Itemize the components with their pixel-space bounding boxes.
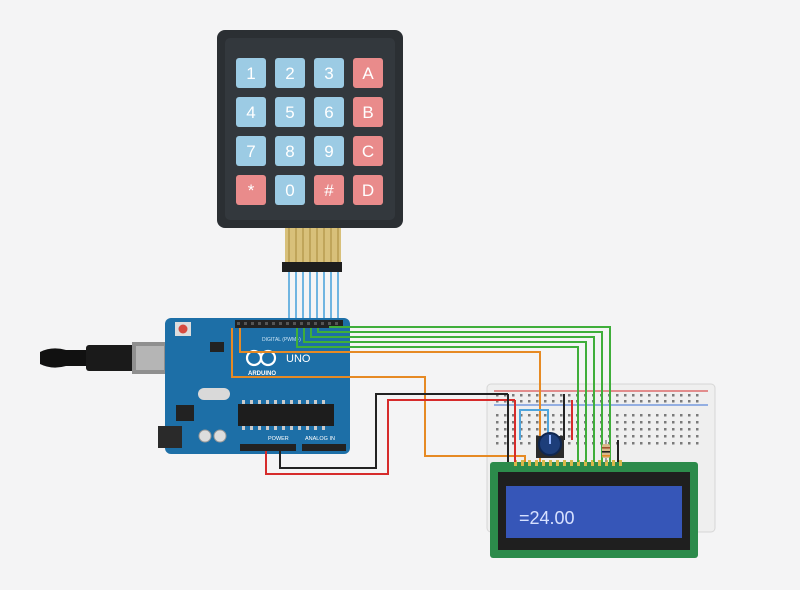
keypad-key-7[interactable]: 7 bbox=[236, 136, 266, 166]
keypad-key-4[interactable]: 4 bbox=[236, 97, 266, 127]
keypad-key-label: 3 bbox=[324, 64, 333, 83]
keypad-key-1[interactable]: 1 bbox=[236, 58, 266, 88]
potentiometer[interactable] bbox=[536, 432, 564, 458]
wire-green-3 bbox=[303, 328, 587, 462]
keypad-key-label: 6 bbox=[324, 103, 333, 122]
arduino-uno[interactable]: DIGITAL (PWM~) UNO ARDUINO POWER ANALOG … bbox=[158, 318, 350, 454]
keypad-4x4[interactable]: 1 2 3 A 4 5 6 B 7 8 9 C * 0 # D bbox=[217, 30, 403, 322]
arduino-model: UNO bbox=[286, 353, 311, 365]
keypad-key-label: 2 bbox=[285, 64, 294, 83]
keypad-key-a[interactable]: A bbox=[353, 58, 383, 88]
crystal bbox=[198, 388, 230, 400]
keypad-key-label: 4 bbox=[246, 103, 255, 122]
arduino-board bbox=[165, 318, 350, 454]
wire-green-5 bbox=[329, 326, 611, 462]
reset-button[interactable] bbox=[178, 324, 188, 334]
lcd-screen bbox=[506, 486, 682, 538]
power-header bbox=[240, 444, 296, 451]
digital-header-label: DIGITAL (PWM~) bbox=[262, 337, 301, 343]
keypad-key-label: 5 bbox=[285, 103, 294, 122]
keypad-key-c[interactable]: C bbox=[353, 136, 383, 166]
wire-orange-1 bbox=[239, 328, 541, 462]
keypad-key-0[interactable]: 0 bbox=[275, 175, 305, 205]
keypad-key-2[interactable]: 2 bbox=[275, 58, 305, 88]
lcd-display-text: =24.00 bbox=[519, 508, 575, 528]
keypad-ribbon-cable bbox=[282, 228, 342, 272]
keypad-key-label: 1 bbox=[246, 64, 255, 83]
keypad-key-hash[interactable]: # bbox=[314, 175, 344, 205]
keypad-key-label: 8 bbox=[285, 142, 294, 161]
keypad-key-6[interactable]: 6 bbox=[314, 97, 344, 127]
keypad-key-label: B bbox=[362, 103, 373, 122]
wire-orange-2 bbox=[231, 328, 526, 462]
resistor[interactable] bbox=[602, 440, 610, 462]
keypad-key-label: 7 bbox=[246, 142, 255, 161]
keypad-key-label: 9 bbox=[324, 142, 333, 161]
keypad-key-3[interactable]: 3 bbox=[314, 58, 344, 88]
keypad-key-d[interactable]: D bbox=[353, 175, 383, 205]
wire-green-2 bbox=[310, 328, 595, 462]
keypad-key-9[interactable]: 9 bbox=[314, 136, 344, 166]
keypad-key-star[interactable]: * bbox=[236, 175, 266, 205]
keypad-key-label: # bbox=[324, 181, 334, 200]
voltage-regulator bbox=[176, 405, 194, 421]
keypad-keys: 1 2 3 A 4 5 6 B 7 8 9 C * 0 # D bbox=[236, 58, 383, 205]
keypad-key-b[interactable]: B bbox=[353, 97, 383, 127]
keypad-key-label: A bbox=[362, 64, 374, 83]
atmega-chip bbox=[238, 404, 334, 426]
wire-green-1 bbox=[317, 328, 603, 462]
wires[interactable] bbox=[231, 326, 619, 475]
keypad-key-label: * bbox=[248, 181, 255, 200]
keypad-key-label: C bbox=[362, 142, 374, 161]
arduino-brand: ARDUINO bbox=[248, 371, 276, 377]
lcd-16x2[interactable]: =24.00 bbox=[490, 460, 698, 558]
wire-red-5v bbox=[265, 399, 515, 475]
keypad-wires bbox=[288, 272, 339, 322]
wire-black-gnd bbox=[279, 393, 508, 469]
keypad-key-5[interactable]: 5 bbox=[275, 97, 305, 127]
analog-header-label: ANALOG IN bbox=[305, 436, 335, 442]
keypad-key-8[interactable]: 8 bbox=[275, 136, 305, 166]
power-jack bbox=[158, 426, 182, 448]
power-header-label: POWER bbox=[268, 436, 289, 442]
analog-header bbox=[302, 444, 346, 451]
keypad-key-label: D bbox=[362, 181, 374, 200]
usb-cable[interactable] bbox=[40, 342, 168, 374]
keypad-key-label: 0 bbox=[285, 181, 294, 200]
wire-green-4 bbox=[296, 328, 579, 462]
